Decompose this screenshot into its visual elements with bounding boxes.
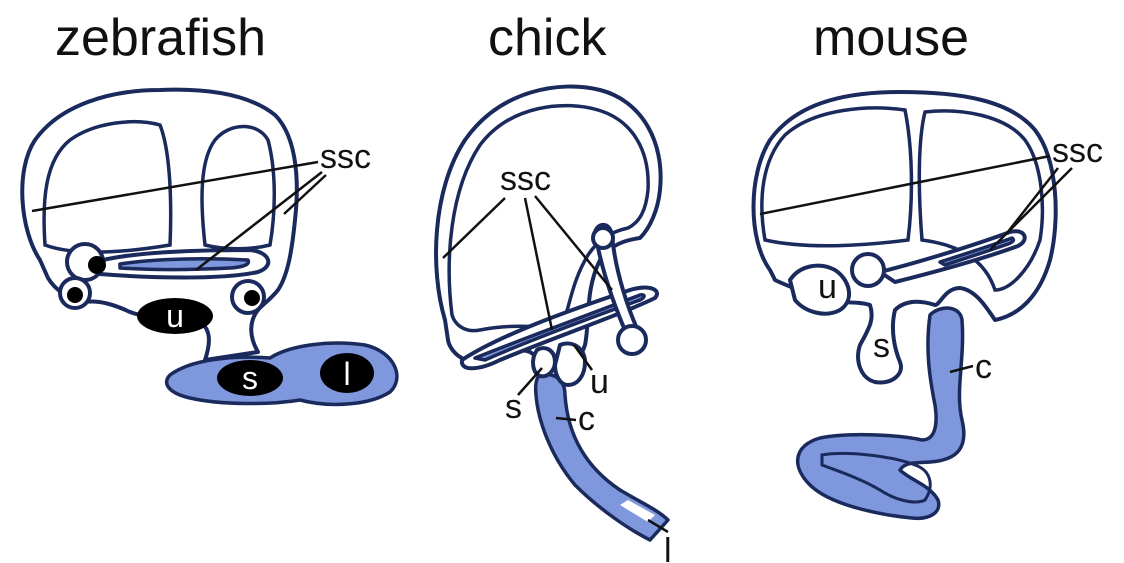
- chick-label-u: u: [590, 363, 609, 401]
- chick-ampulla-upper: [593, 228, 613, 248]
- zebrafish-ampulla-crista-anterior: [88, 256, 106, 274]
- chick-panel: chick ssc u s c l: [436, 9, 672, 563]
- chick-utricle: [555, 344, 585, 385]
- mouse-title: mouse: [813, 9, 969, 67]
- mouse-label-c: c: [975, 348, 992, 386]
- zebrafish-ampulla-crista-posterior: [244, 290, 260, 306]
- zebrafish-label-s: s: [242, 360, 258, 396]
- chick-ampulla-posterior: [618, 326, 646, 354]
- chick-label-ssc: ssc: [500, 160, 551, 198]
- mouse-label-s: s: [873, 327, 890, 365]
- chick-title: chick: [488, 9, 607, 67]
- mouse-label-ssc: ssc: [1052, 132, 1103, 170]
- chick-label-c: c: [578, 400, 595, 438]
- mouse-label-u: u: [818, 268, 837, 306]
- zebrafish-panel: zebrafish u s l ssc: [22, 9, 397, 404]
- zebrafish-label-u: u: [166, 298, 184, 334]
- zebrafish-posterior-canal-lumen: [202, 127, 274, 249]
- chick-saccule: [533, 348, 555, 376]
- chick-label-l: l: [664, 532, 672, 563]
- zebrafish-lateral-canal-lumen: [120, 259, 248, 270]
- zebrafish-label-ssc: ssc: [320, 138, 371, 176]
- zebrafish-label-l: l: [343, 356, 350, 392]
- zebrafish-ampulla-crista-lateral: [67, 287, 83, 303]
- mouse-panel: mouse ssc u s c: [754, 9, 1104, 518]
- zebrafish-title: zebrafish: [55, 9, 266, 67]
- mouse-ampulla: [852, 254, 884, 286]
